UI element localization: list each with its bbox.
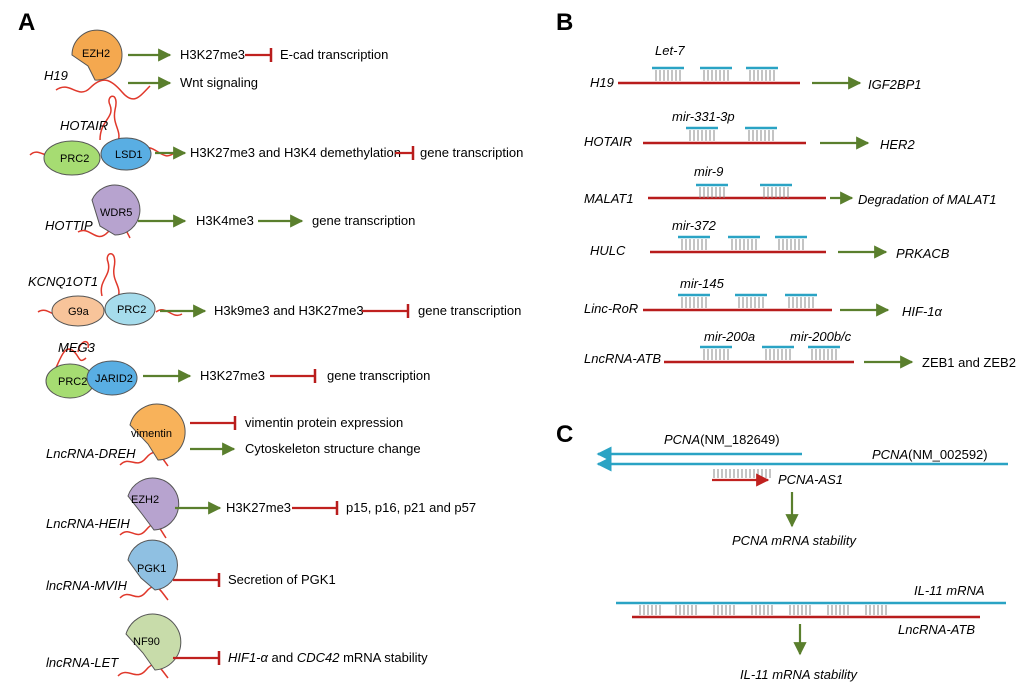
- kcnq1ot1-target: gene transcription: [418, 303, 521, 318]
- prc2-protein: [43, 140, 101, 176]
- c-atb-label: LncRNA-ATB: [898, 622, 975, 637]
- row-mvih: PGK1 lncRNA-MVIH Secretion of PGK1: [46, 539, 336, 601]
- row-hottip: WDR5 HOTTIP H3K4me3 gene transcription: [45, 184, 415, 239]
- panel-c: PCNA(NM_182649) PCNA(NM_002592) PCNA-AS1…: [596, 432, 1008, 682]
- b-mirna-mir145: mir-145: [680, 276, 725, 291]
- c-pcna-as1-label: PCNA-AS1: [778, 472, 843, 487]
- b-mirna-mir9: mir-9: [694, 164, 723, 179]
- row-kcnq1ot1: G9a PRC2 KCNQ1OT1 H3k9me3 and H3K27me3 g…: [28, 253, 521, 327]
- ezh2-protein: [127, 477, 180, 531]
- row-dreh: vimentin LncRNA-DREH vimentin protein ex…: [46, 403, 421, 467]
- meg3-effect: H3K27me3: [200, 368, 265, 383]
- protein-vimentin-label: vimentin: [131, 428, 172, 440]
- b-malat1-label: MALAT1: [584, 191, 634, 206]
- panel-a-label: A: [18, 9, 35, 36]
- row-meg3: PRC2 JARID2 MEG3 H3K27me3 gene transcrip…: [45, 340, 430, 399]
- dreh-target: vimentin protein expression: [245, 415, 403, 430]
- pairing-ticks: [639, 70, 887, 615]
- dreh-effect: Cytoskeleton structure change: [245, 441, 421, 456]
- b-hulc-label: HULC: [590, 243, 626, 258]
- lncrna-mvih-strand: [119, 585, 169, 601]
- lnc-mvih-label: lncRNA-MVIH: [46, 578, 128, 593]
- protein-ezh2-label: EZH2: [131, 494, 159, 506]
- let-target: HIF1-α and CDC42 mRNA stability: [228, 650, 428, 665]
- b-atb-label: LncRNA-ATB: [584, 351, 661, 366]
- h19-effect-2: Wnt signaling: [180, 75, 258, 90]
- hottip-effect: H3K4me3: [196, 213, 254, 228]
- panel-c-label: C: [556, 421, 573, 448]
- c-pcna-long-label: PCNA(NM_002592): [872, 447, 988, 462]
- b-mirna-mir372: mir-372: [672, 218, 717, 233]
- protein-pgk1-label: PGK1: [137, 563, 166, 575]
- vimentin-protein: [129, 403, 186, 461]
- prc2-protein: [104, 292, 156, 326]
- panel-b-label: B: [556, 9, 573, 36]
- c-pcna-short-label: PCNA(NM_182649): [664, 432, 780, 447]
- nf90-protein: [125, 613, 182, 671]
- protein-prc2-label: PRC2: [60, 153, 89, 165]
- hotair-target: gene transcription: [420, 145, 523, 160]
- protein-prc2-label: PRC2: [117, 304, 146, 316]
- jarid2-protein: [86, 360, 138, 396]
- heih-effect: H3K27me3: [226, 500, 291, 515]
- lnc-h19-label: H19: [44, 68, 68, 83]
- panel-b: H19 Let-7 IGF2BP1 HOTAIR mir-331-3p HER2…: [584, 43, 1016, 370]
- lncrna-let-strand: [117, 663, 169, 679]
- lnc-kcnq1ot1-label: KCNQ1OT1: [28, 274, 98, 289]
- lncrna-meg3-strand: [53, 340, 89, 373]
- row-h19: EZH2 H19 H3K27me3 E-cad transcription Wn…: [44, 29, 388, 100]
- c-il11-label: IL-11 mRNA: [914, 583, 985, 598]
- protein-g9a-label: G9a: [68, 306, 90, 318]
- ezh2-protein: [71, 29, 123, 81]
- lnc-heih-label: LncRNA-HEIH: [46, 516, 130, 531]
- hotair-effect: H3K27me3 and H3K4 demethylation: [190, 145, 401, 160]
- c-result-2: IL-11 mRNA stability: [740, 667, 859, 682]
- meg3-target: gene transcription: [327, 368, 430, 383]
- protein-ezh2-label: EZH2: [82, 48, 110, 60]
- b-target-zeb: ZEB1 and ZEB2: [922, 355, 1016, 370]
- h19-effect-1: H3K27me3: [180, 47, 245, 62]
- protein-wdr5-label: WDR5: [100, 207, 132, 219]
- b-mirna-mir331: mir-331-3p: [672, 109, 735, 124]
- b-mirna-mir200bc: mir-200b/c: [790, 329, 852, 344]
- b-target-prkacb: PRKACB: [896, 246, 950, 261]
- lsd1-protein: [100, 137, 152, 171]
- hottip-target: gene transcription: [312, 213, 415, 228]
- b-target-her2: HER2: [880, 137, 915, 152]
- lnc-hottip-label: HOTTIP: [45, 218, 93, 233]
- b-hotair-label: HOTAIR: [584, 134, 632, 149]
- protein-prc2-label: PRC2: [58, 376, 87, 388]
- row-hotair: PRC2 LSD1 HOTAIR H3K27me3 and H3K4 demet…: [29, 95, 523, 176]
- b-target-malat1: Degradation of MALAT1: [858, 192, 997, 207]
- lncrna-kcnq1ot1-hairpin: [100, 253, 120, 299]
- mvih-target: Secretion of PGK1: [228, 572, 336, 587]
- lnc-dreh-label: LncRNA-DREH: [46, 446, 136, 461]
- b-target-igf2bp1: IGF2BP1: [868, 77, 921, 92]
- g9a-protein: [51, 295, 105, 327]
- protein-nf90-label: NF90: [133, 636, 160, 648]
- lnc-let-label: lncRNA-LET: [46, 655, 119, 670]
- lnc-meg3-label: MEG3: [58, 340, 96, 355]
- b-h19-label: H19: [590, 75, 614, 90]
- protein-lsd1-label: LSD1: [115, 149, 143, 161]
- lncrna-hotair-hairpin: [99, 95, 120, 143]
- h19-target-1: E-cad transcription: [280, 47, 388, 62]
- row-heih: EZH2 LncRNA-HEIH H3K27me3 p15, p16, p21 …: [46, 477, 476, 539]
- b-target-hif1a: HIF-1α: [902, 304, 943, 319]
- row-let: NF90 lncRNA-LET HIF1-α and CDC42 mRNA st…: [46, 613, 428, 679]
- wdr5-protein: [91, 184, 141, 236]
- c-result-1: PCNA mRNA stability: [732, 533, 858, 548]
- b-mirna-mir200a: mir-200a: [704, 329, 755, 344]
- b-mirna-let7: Let-7: [655, 43, 685, 58]
- b-lincror-label: Linc-RoR: [584, 301, 638, 316]
- heih-target: p15, p16, p21 and p57: [346, 500, 476, 515]
- kcnq1ot1-effect: H3k9me3 and H3K27me3: [214, 303, 364, 318]
- pgk1-protein: [127, 539, 178, 591]
- lnc-hotair-label: HOTAIR: [60, 118, 108, 133]
- lncrna-h19-strand: [55, 79, 151, 100]
- protein-jarid2-label: JARID2: [95, 373, 133, 385]
